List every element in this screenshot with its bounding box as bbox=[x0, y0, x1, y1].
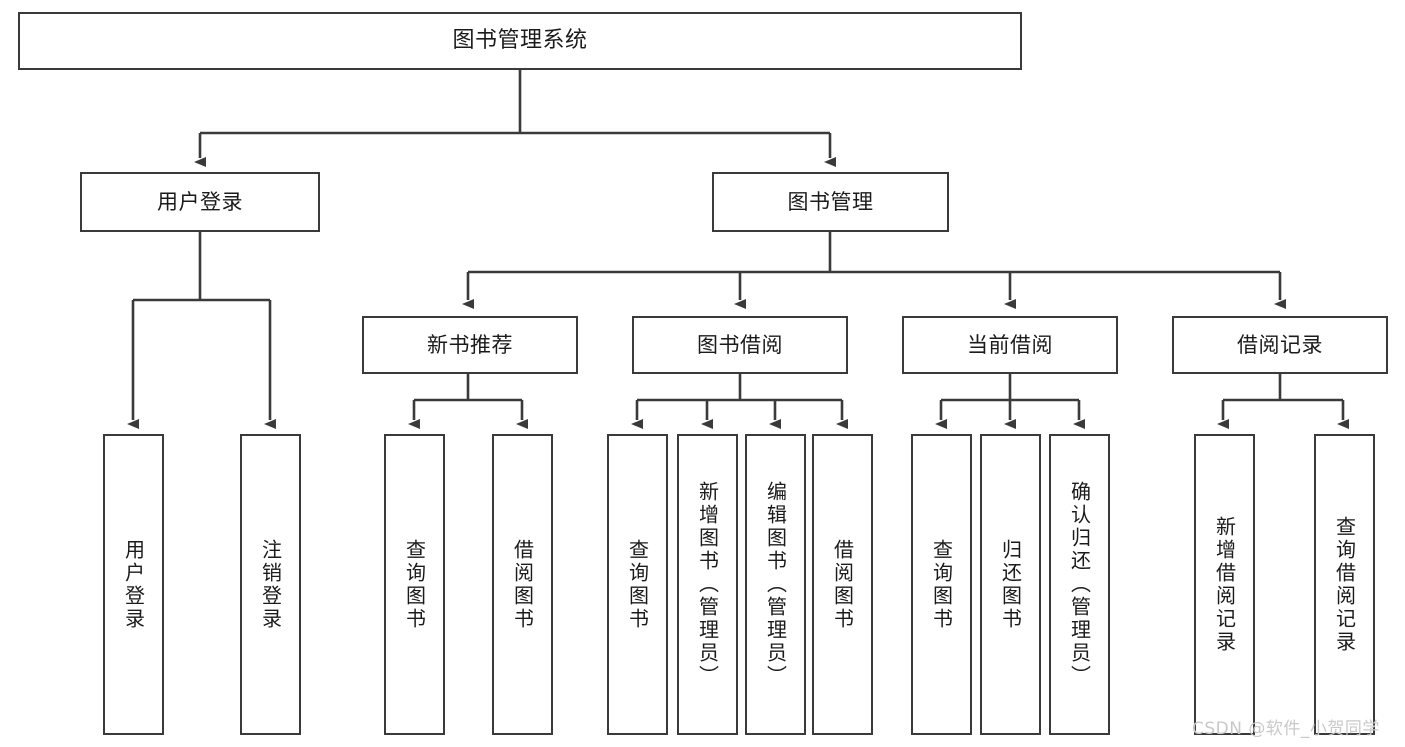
node-leaf-edit-book[interactable]: 编辑图书（管理员） bbox=[745, 434, 806, 735]
node-leaf-query-record[interactable]: 查询借阅记录 bbox=[1314, 434, 1375, 735]
node-leaf-add-record[interactable]: 新增借阅记录 bbox=[1194, 434, 1255, 735]
node-leaf-add-book[interactable]: 新增图书（管理员） bbox=[677, 434, 738, 735]
node-leaf-return-book[interactable]: 归还图书 bbox=[980, 434, 1041, 735]
node-root-label: 图书管理系统 bbox=[452, 28, 588, 54]
node-leaf-query-book-3-label: 查询图书 bbox=[929, 538, 954, 631]
node-new-book-recommend-label: 新书推荐 bbox=[427, 332, 513, 357]
node-leaf-return-book-label: 归还图书 bbox=[998, 538, 1023, 631]
node-leaf-query-book-1[interactable]: 查询图书 bbox=[384, 434, 445, 735]
node-current-borrow[interactable]: 当前借阅 bbox=[902, 316, 1118, 374]
node-leaf-borrow-book-2-label: 借阅图书 bbox=[830, 538, 855, 631]
csdn-watermark: CSDN @软件_小贺同学 bbox=[1192, 719, 1380, 739]
node-leaf-query-book-3[interactable]: 查询图书 bbox=[911, 434, 972, 735]
node-leaf-add-record-label: 新增借阅记录 bbox=[1212, 515, 1237, 654]
node-leaf-user-login[interactable]: 用户登录 bbox=[103, 434, 164, 735]
node-leaf-confirm-return[interactable]: 确认归还（管理员） bbox=[1049, 434, 1110, 735]
node-user-login-label: 用户登录 bbox=[157, 189, 243, 214]
node-leaf-borrow-book-1-label: 借阅图书 bbox=[510, 538, 535, 631]
node-book-manage-label: 图书管理 bbox=[787, 189, 874, 214]
node-leaf-user-logout-label: 注销登录 bbox=[258, 538, 283, 631]
node-book-borrow-label: 图书借阅 bbox=[697, 332, 783, 357]
node-book-borrow[interactable]: 图书借阅 bbox=[632, 316, 848, 374]
node-borrow-record-label: 借阅记录 bbox=[1237, 332, 1323, 357]
node-leaf-borrow-book-2[interactable]: 借阅图书 bbox=[812, 434, 873, 735]
node-leaf-add-book-label: 新增图书（管理员） bbox=[695, 481, 720, 688]
node-user-login[interactable]: 用户登录 bbox=[80, 172, 320, 232]
node-new-book-recommend[interactable]: 新书推荐 bbox=[362, 316, 578, 374]
node-leaf-query-record-label: 查询借阅记录 bbox=[1332, 515, 1357, 654]
node-leaf-confirm-return-label: 确认归还（管理员） bbox=[1067, 481, 1092, 688]
node-root[interactable]: 图书管理系统 bbox=[18, 12, 1022, 70]
node-borrow-record[interactable]: 借阅记录 bbox=[1172, 316, 1388, 374]
node-leaf-user-login-label: 用户登录 bbox=[121, 538, 146, 631]
node-current-borrow-label: 当前借阅 bbox=[967, 332, 1053, 357]
node-leaf-edit-book-label: 编辑图书（管理员） bbox=[763, 481, 788, 688]
node-leaf-query-book-2[interactable]: 查询图书 bbox=[607, 434, 668, 735]
node-leaf-borrow-book-1[interactable]: 借阅图书 bbox=[492, 434, 553, 735]
node-book-manage[interactable]: 图书管理 bbox=[712, 172, 949, 232]
node-leaf-query-book-2-label: 查询图书 bbox=[625, 538, 650, 631]
node-leaf-query-book-1-label: 查询图书 bbox=[402, 538, 427, 631]
node-leaf-user-logout[interactable]: 注销登录 bbox=[240, 434, 301, 735]
